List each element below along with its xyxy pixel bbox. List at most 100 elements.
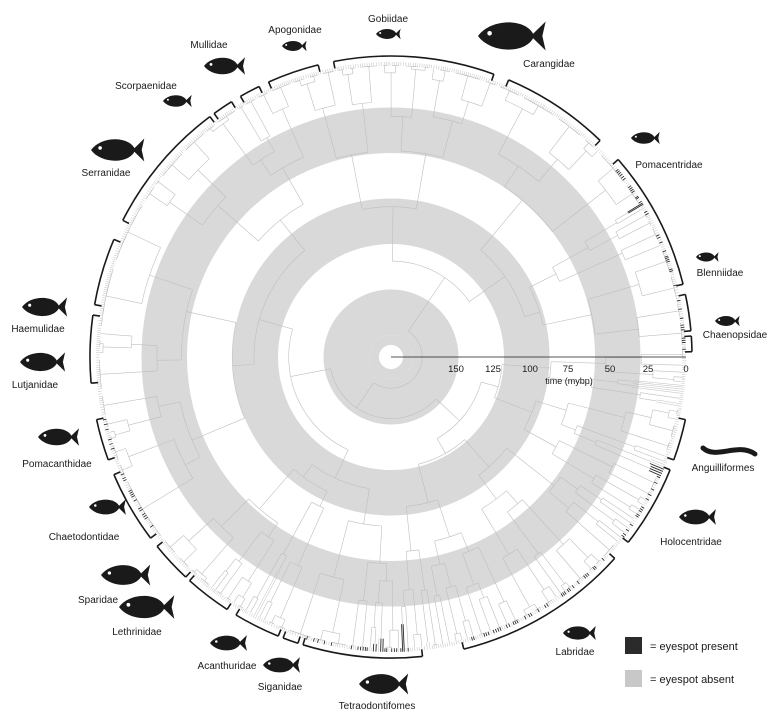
tree-tip	[249, 97, 253, 102]
tree-tip	[99, 310, 104, 312]
tree-branch	[431, 68, 434, 80]
tree-tip	[647, 493, 652, 497]
tree-tip	[101, 301, 105, 303]
tree-node-arc	[348, 520, 382, 527]
tree-node-arc	[276, 87, 281, 90]
tree-tip	[201, 130, 205, 134]
tree-branch	[591, 387, 641, 395]
tree-node-arc	[122, 235, 127, 244]
tree-branch	[478, 546, 505, 602]
tree-tip	[125, 483, 129, 486]
tree-tip	[578, 131, 582, 135]
clade-bracket-end	[113, 471, 121, 476]
tree-tip	[679, 399, 683, 401]
porgy-silhouette-icon	[101, 564, 151, 586]
tree-tip	[440, 644, 442, 648]
tree-tip	[652, 226, 656, 229]
tree-tip	[350, 645, 353, 650]
label-pomacanthidae: Pomacanthidae	[22, 459, 92, 470]
tree-tip	[539, 103, 543, 107]
tree-tip	[451, 641, 453, 646]
tree-tip	[105, 431, 110, 433]
fish-tail	[397, 673, 409, 695]
tree-node-arc	[603, 552, 608, 557]
tree-tip	[675, 418, 680, 421]
tree-tip	[328, 641, 330, 646]
tree-tip	[642, 504, 646, 507]
tree-tip	[273, 624, 276, 628]
tree-tip	[140, 511, 144, 514]
clade-bracket-end	[239, 95, 245, 103]
tree-tip	[575, 582, 578, 586]
tree-tip	[109, 266, 114, 269]
fish-eye	[209, 63, 213, 66]
tree-node-arc	[202, 196, 226, 226]
tree-branch	[106, 295, 142, 304]
tree-branch	[282, 502, 312, 555]
tree-tip	[676, 415, 681, 417]
tree-tip	[549, 601, 552, 605]
tree-tip	[673, 428, 678, 430]
tree-tip	[560, 593, 564, 597]
tree-tip	[133, 499, 138, 502]
tree-node-arc	[635, 198, 639, 203]
fish-tail	[301, 40, 307, 52]
tree-node-arc	[341, 643, 347, 646]
tree-tip	[591, 568, 594, 572]
tree-tip	[171, 551, 175, 554]
tree-tip	[162, 169, 166, 173]
tree-branch	[639, 332, 682, 337]
tree-tip	[257, 93, 261, 97]
tree-branch	[534, 603, 538, 610]
tree-tip	[124, 229, 129, 232]
tree-tip	[575, 128, 578, 132]
tree-branch	[149, 274, 193, 290]
fish-eye	[26, 358, 30, 362]
tree-branch	[191, 417, 245, 441]
tree-tip	[336, 643, 339, 648]
clade-bracket-serranidae	[122, 115, 211, 221]
tree-tip	[114, 458, 119, 461]
tree-tip	[679, 397, 684, 399]
tree-tip	[319, 639, 321, 644]
tree-tip	[206, 126, 210, 130]
tree-branch	[242, 583, 252, 598]
tree-tip	[425, 64, 427, 68]
tree-tip	[490, 630, 493, 635]
fish-body	[210, 635, 241, 651]
rabbitfish-silhouette-icon	[263, 657, 300, 673]
tree-tip	[133, 212, 137, 216]
tree-tip	[199, 132, 202, 136]
tree-node-arc	[306, 635, 311, 638]
tree-tip	[528, 96, 531, 101]
tree-tip	[166, 546, 170, 549]
tree-branch	[461, 75, 468, 100]
tree-tip	[469, 72, 471, 77]
tree-tip	[608, 160, 612, 164]
tree-branch	[211, 570, 226, 588]
tree-tip	[462, 639, 465, 643]
tree-tip	[128, 221, 133, 224]
tree-branch	[411, 69, 416, 118]
tree-tip	[140, 201, 144, 204]
label-scorpaenidae: Scorpaenidae	[115, 81, 177, 92]
tree-branch	[259, 319, 293, 330]
tree-branch	[356, 382, 374, 409]
tree-tip	[344, 644, 346, 649]
tree-branch	[397, 630, 399, 649]
tree-node-arc	[100, 382, 102, 389]
tree-tip	[339, 643, 341, 648]
tree-node-arc	[131, 336, 133, 348]
tree-tip	[586, 572, 590, 576]
label-labridae: Labridae	[556, 647, 595, 658]
tree-branch	[619, 222, 650, 239]
tree-tip	[145, 518, 149, 522]
fish-eye	[126, 602, 131, 607]
tree-tip	[297, 633, 299, 637]
tree-tip	[147, 190, 151, 193]
tree-node-arc	[231, 322, 245, 419]
tree-tip	[625, 181, 629, 185]
tree-tip	[666, 451, 671, 454]
tree-branch	[464, 439, 490, 468]
tree-branch	[620, 430, 669, 447]
